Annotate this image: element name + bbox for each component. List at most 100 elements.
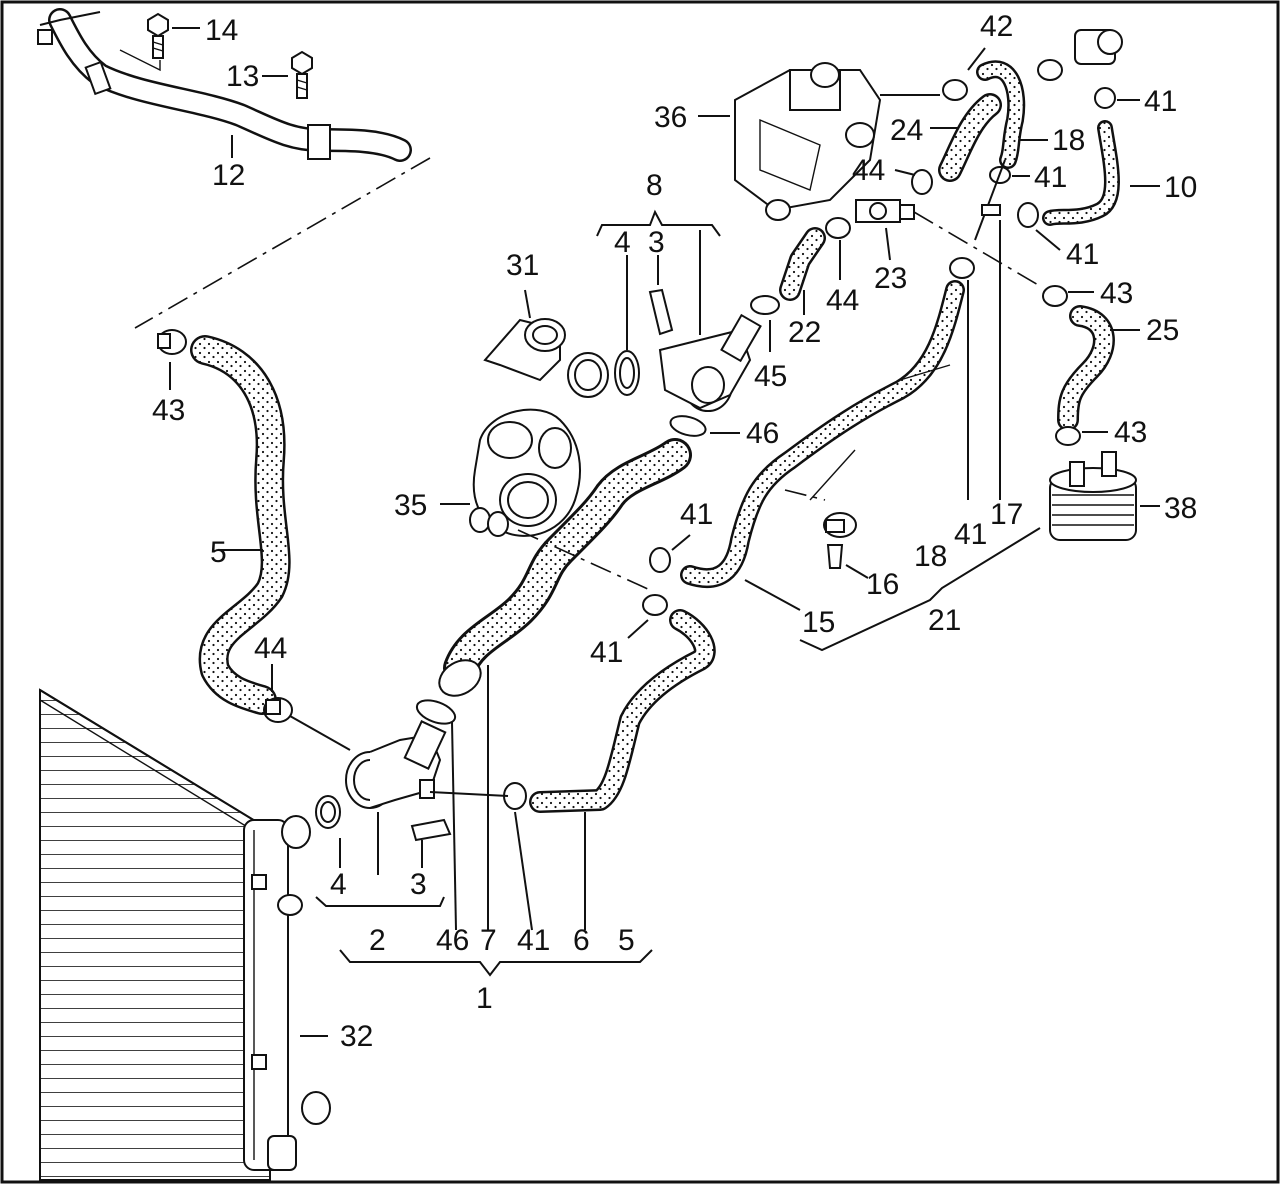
label-3: 3: [648, 226, 665, 259]
label-4: 4: [330, 868, 347, 901]
label-2: 2: [369, 924, 386, 957]
clamp-41-upper-b: [1094, 87, 1140, 109]
label-10: 10: [1164, 171, 1197, 204]
label-41: 41: [1144, 85, 1177, 118]
label-41: 41: [1034, 161, 1067, 194]
label-42: 42: [980, 10, 1013, 43]
hose-7: [438, 438, 692, 930]
seal-ring-4-upper: [614, 255, 640, 396]
seal-ring-4: [315, 795, 341, 868]
label-23: 23: [874, 262, 907, 295]
clamp-46-upper: [669, 415, 740, 437]
label-16: 16: [866, 568, 899, 601]
label-5: 5: [210, 536, 227, 569]
label-32: 32: [340, 1020, 373, 1053]
clamp-43-right-b: [1055, 426, 1108, 446]
label-3: 3: [410, 868, 427, 901]
label-43: 43: [1100, 277, 1133, 310]
callout-labels: 14 13 12 43 5 44 4 2 3 2 46 7 41 6 5 1 3…: [152, 10, 1197, 1053]
clamp-46-lower: [415, 699, 457, 931]
label-43: 43: [1114, 416, 1147, 449]
hose-22: [779, 227, 826, 315]
flange-2: [289, 715, 447, 875]
hose-10: [1042, 120, 1160, 226]
bolt-13: [262, 50, 313, 99]
clamp-41-mid: [649, 534, 691, 573]
label-41: 41: [517, 924, 550, 957]
label-13: 13: [226, 60, 259, 93]
label-41: 41: [590, 636, 623, 669]
label-45: 45: [754, 360, 787, 393]
clamp-44-lower-left: [263, 664, 293, 723]
bracket-21: [799, 527, 1041, 652]
clamp-43-right-a: [1042, 285, 1094, 307]
label-22: 22: [788, 316, 821, 349]
label-43: 43: [152, 394, 185, 427]
clamp-42: [942, 47, 986, 101]
plug-3-upper: [648, 255, 674, 336]
label-35: 35: [394, 489, 427, 522]
clamp-43-upper-left: [157, 329, 187, 390]
label-46: 46: [746, 417, 779, 450]
clamp-41-upper-c: [1017, 202, 1061, 251]
label-46: 46: [436, 924, 469, 957]
label-41: 41: [954, 518, 987, 551]
bracket-2: [315, 896, 445, 907]
connector-line-12-5: [134, 157, 431, 329]
connector-top-right: [1037, 29, 1123, 81]
clamp-41-upper-a: [989, 166, 1030, 184]
clamp-44-mid: [825, 217, 851, 280]
label-41: 41: [1066, 238, 1099, 271]
label-7: 7: [480, 924, 497, 957]
label-6: 6: [573, 924, 590, 957]
clip-16: [823, 512, 869, 579]
clamp-41-mid-right: [949, 257, 975, 500]
radiator-32: [39, 688, 331, 1181]
bracket-1: [339, 949, 653, 977]
plug-3: [410, 818, 452, 868]
hose-15: [680, 280, 965, 611]
hose-6: [529, 609, 716, 930]
label-44: 44: [852, 154, 885, 187]
label-12: 12: [212, 159, 245, 192]
label-15: 15: [802, 606, 835, 639]
label-1: 1: [476, 982, 493, 1015]
hose-18: [976, 60, 1048, 169]
clamp-41-lower: [503, 782, 533, 931]
label-5: 5: [618, 924, 635, 957]
label-18: 18: [1052, 124, 1085, 157]
label-31: 31: [506, 249, 539, 282]
bolt-14: [147, 12, 200, 59]
flange-31: [483, 289, 609, 398]
t-piece-23: [855, 199, 1041, 287]
label-21: 21: [928, 604, 961, 637]
hose-5: [190, 335, 291, 715]
connector-flange-6: [429, 791, 509, 797]
label-44: 44: [826, 284, 859, 317]
housing-35: [440, 408, 651, 591]
hose-24: [930, 93, 1002, 182]
label-18: 18: [914, 540, 947, 573]
valve-block-36: [698, 62, 940, 221]
label-44: 44: [254, 632, 287, 665]
oil-cooler-38: [1049, 451, 1160, 541]
label-17: 17: [990, 498, 1023, 531]
hose-25: [1057, 305, 1140, 431]
clamp-45: [750, 295, 780, 352]
flange-8: [596, 209, 762, 412]
clamp-41-mid-b: [627, 594, 668, 639]
label-14: 14: [205, 14, 238, 47]
pipe-12: [37, 8, 412, 162]
label-24: 24: [890, 114, 923, 147]
label-38: 38: [1164, 492, 1197, 525]
clamp-44-upper: [894, 169, 933, 195]
label-25: 25: [1146, 314, 1179, 347]
line-17: [974, 159, 1006, 500]
label-36: 36: [654, 101, 687, 134]
label-41: 41: [680, 498, 713, 531]
label-4: 4: [614, 226, 631, 259]
label-8: 8: [646, 169, 663, 202]
